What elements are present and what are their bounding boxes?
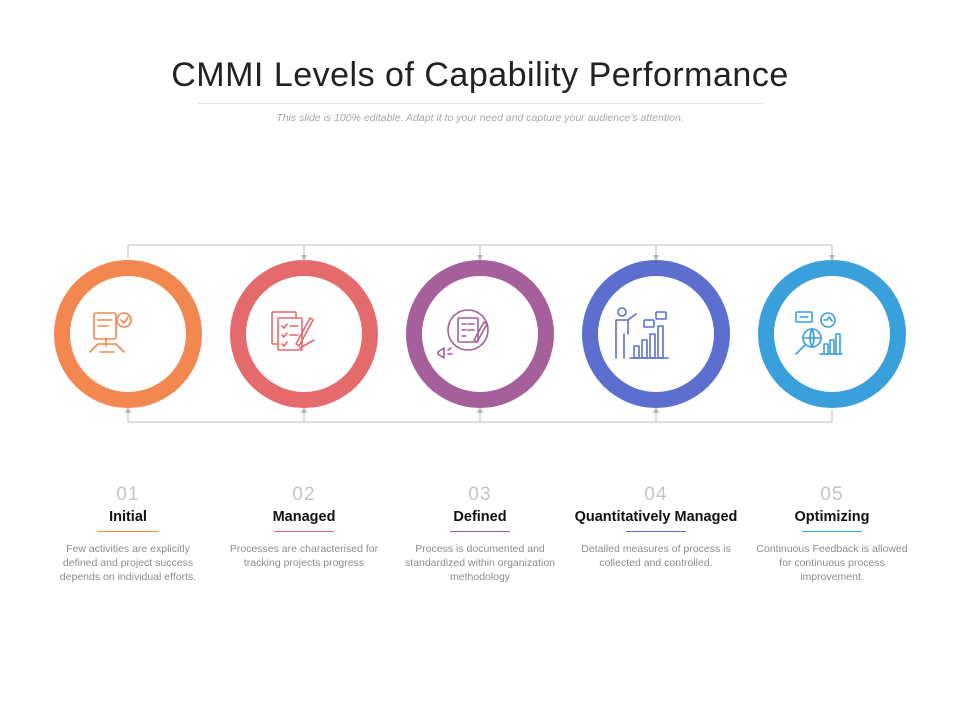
- level-2-underline: [274, 531, 334, 532]
- level-3-underline: [450, 531, 510, 532]
- presenter-chart-icon: [615, 307, 669, 359]
- level-1-block: 01 Initial Few activities are explicitly…: [40, 484, 216, 584]
- level-3-name: Defined: [453, 509, 507, 525]
- level-1-underline: [98, 531, 158, 532]
- project-tools-icon: [89, 312, 132, 353]
- stage-1-white-disc: [70, 276, 186, 392]
- stage-1-ring: [54, 260, 202, 408]
- stage-2-white-disc: [246, 276, 362, 392]
- page-title: CMMI Levels of Capability Performance: [171, 56, 789, 94]
- level-4-name: Quantitatively Managed: [574, 509, 738, 525]
- stage-3-ring: [406, 260, 554, 408]
- page-subtitle: This slide is 100% editable. Adapt it to…: [276, 112, 684, 124]
- level-5-number: 05: [820, 484, 844, 505]
- level-3-number: 03: [468, 484, 492, 505]
- level-2-description: Processes are characterised for tracking…: [229, 543, 379, 569]
- document-announcement-icon: [437, 309, 489, 359]
- level-2-number: 02: [292, 484, 316, 505]
- level-2-name: Managed: [272, 509, 336, 525]
- level-1-name: Initial: [109, 509, 147, 525]
- stage-5-white-disc: [774, 276, 890, 392]
- level-4-number: 04: [644, 484, 668, 505]
- level-2-block: 02 Managed Processes are characterised f…: [216, 484, 392, 570]
- stage-4-ring: [582, 260, 730, 408]
- level-5-description: Continuous Feedback is allowed for conti…: [756, 543, 908, 583]
- connectors: [125, 244, 835, 423]
- analytics-search-icon: [795, 311, 843, 355]
- level-4-description: Detailed measures of process is collecte…: [581, 543, 731, 569]
- stage-4-white-disc: [598, 276, 714, 392]
- checklist-signing-icon: [271, 311, 315, 351]
- level-3-block: 03 Defined Process is documented and sta…: [392, 484, 568, 584]
- stage-2-ring: [230, 260, 378, 408]
- stage-3-white-disc: [422, 276, 538, 392]
- level-1-description: Few activities are explicitly defined an…: [59, 543, 197, 583]
- level-4-block: 04 Quantitatively Managed Detailed measu…: [568, 484, 744, 570]
- level-5-underline: [802, 531, 862, 532]
- level-1-number: 01: [116, 484, 140, 505]
- level-4-underline: [626, 531, 686, 532]
- level-3-description: Process is documented and standardized w…: [404, 543, 555, 583]
- stage-5-ring: [758, 260, 906, 408]
- level-5-name: Optimizing: [794, 509, 870, 525]
- title-divider: [198, 103, 763, 104]
- level-5-block: 05 Optimizing Continuous Feedback is all…: [744, 484, 920, 584]
